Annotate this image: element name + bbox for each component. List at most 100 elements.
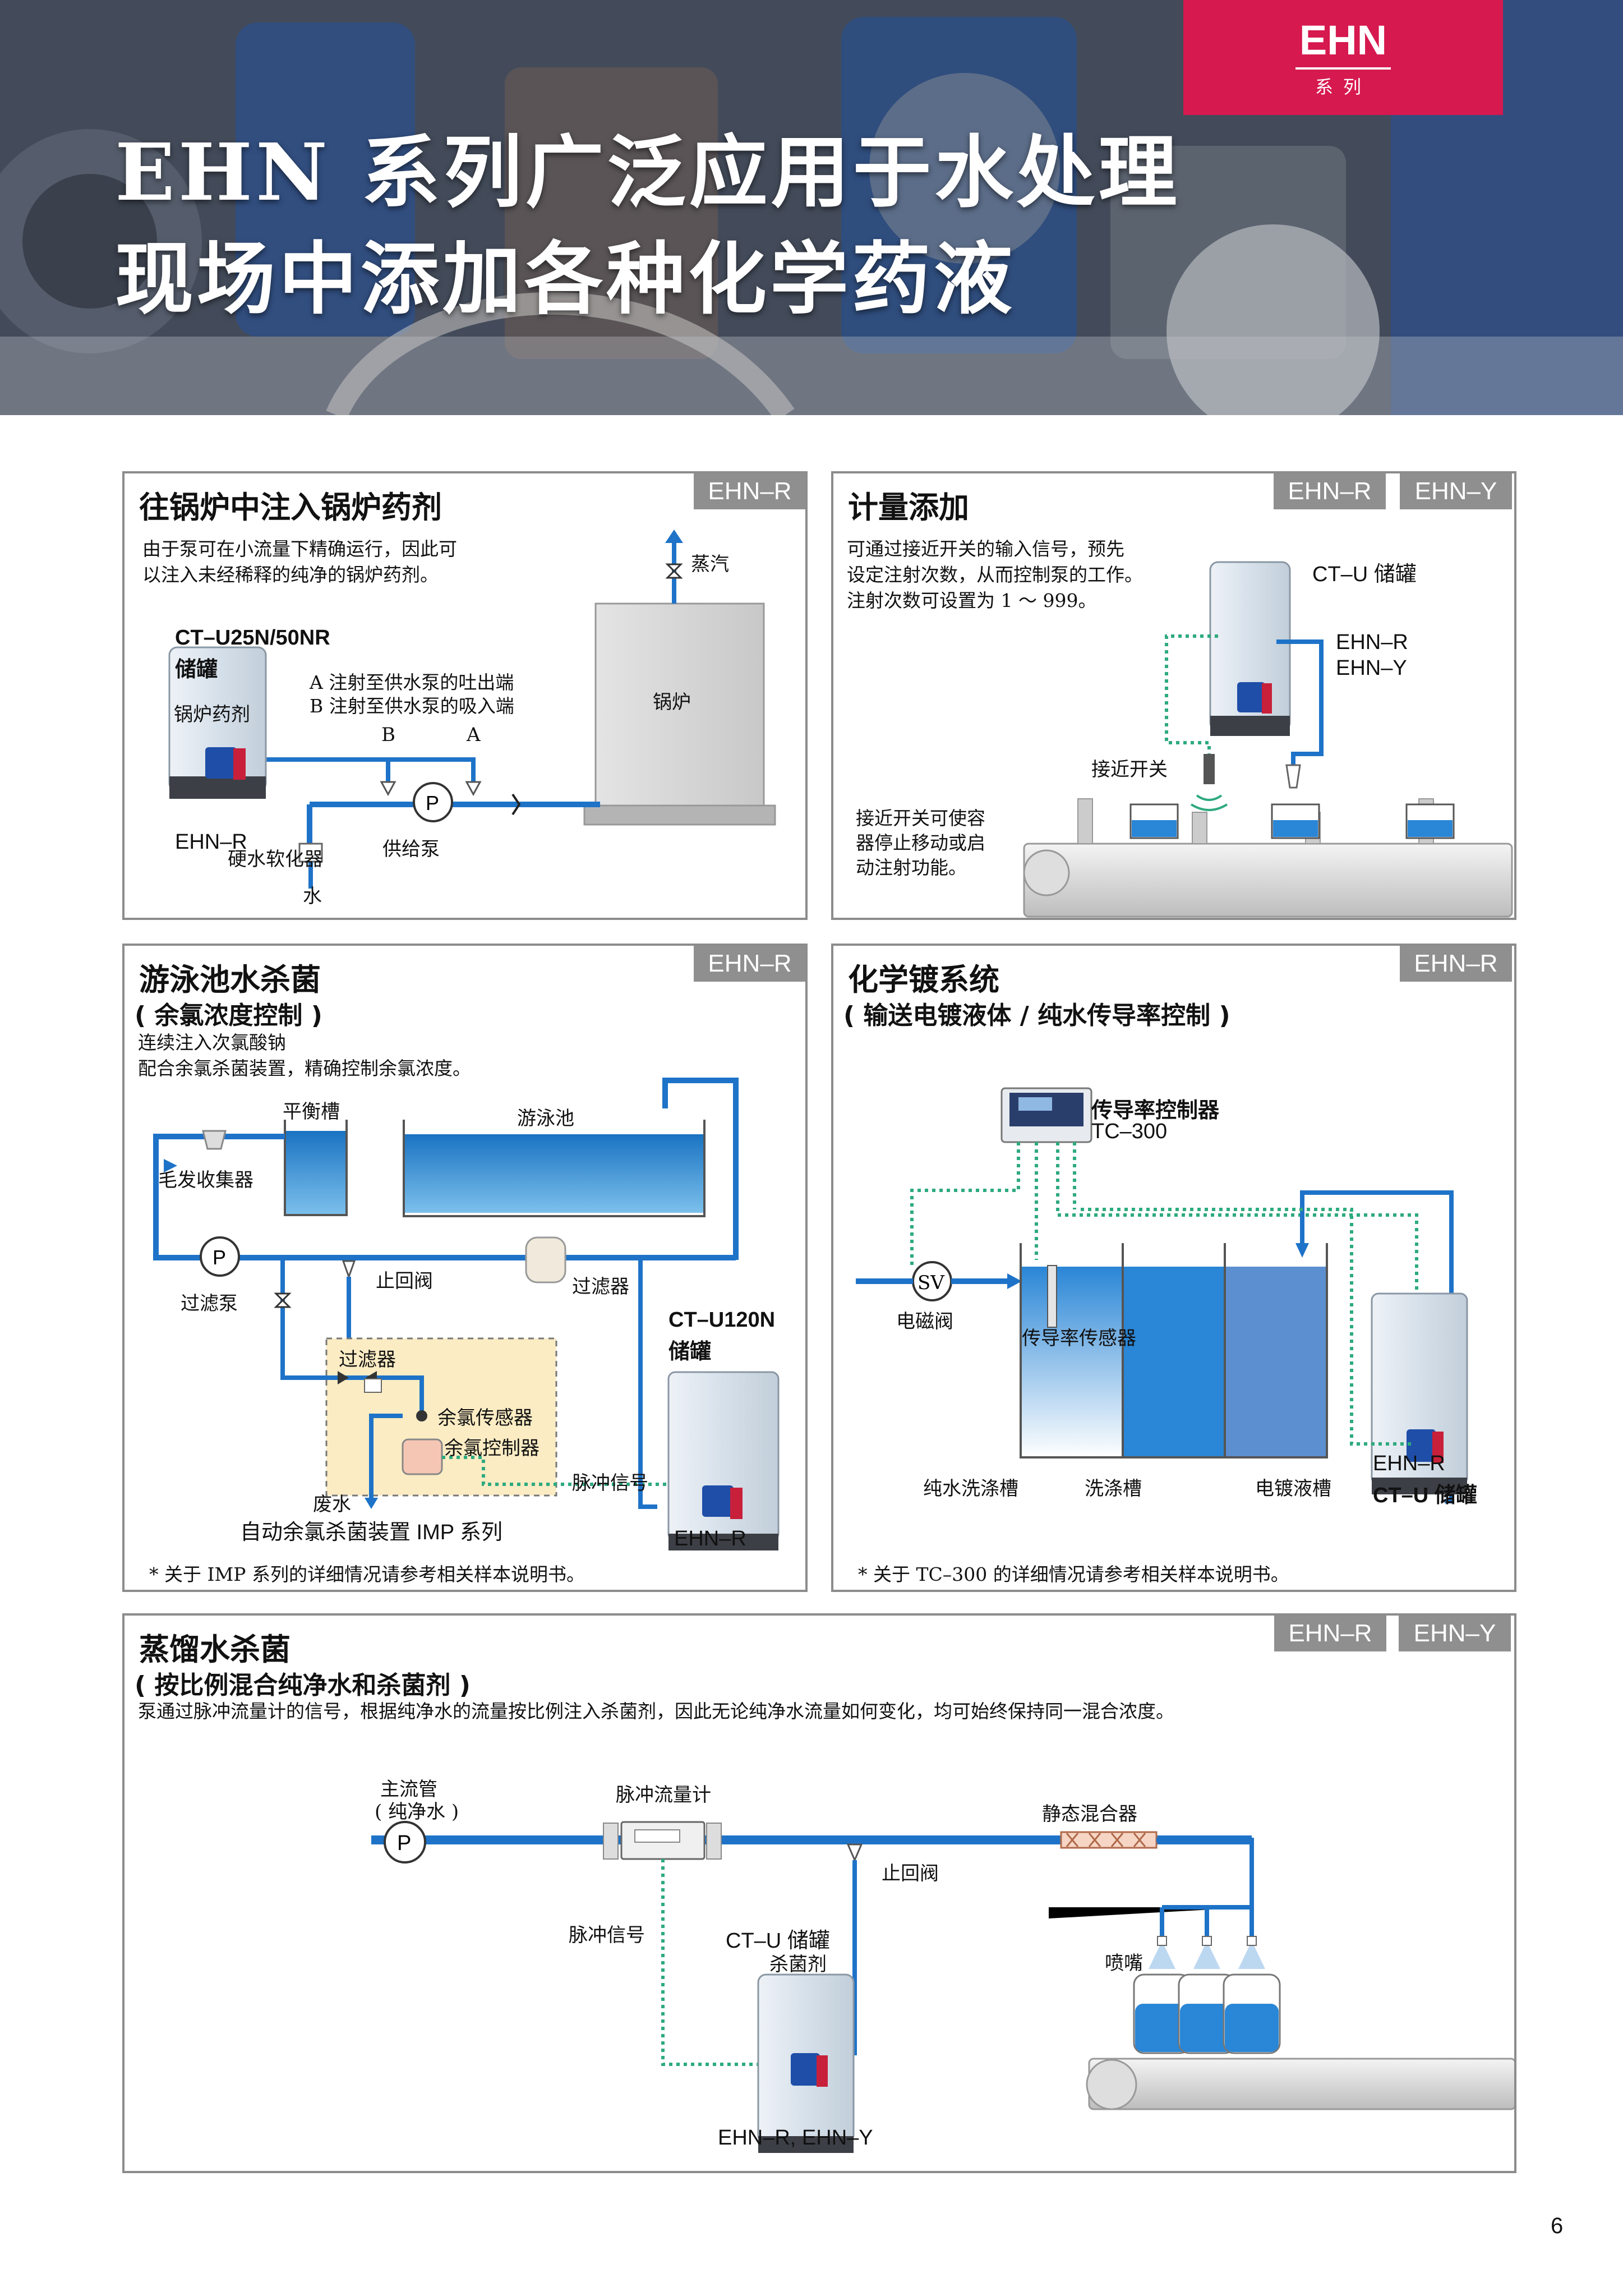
check-valve-label: 止回阀 xyxy=(882,1862,939,1885)
tank-model-label: CT–U120N xyxy=(668,1308,776,1332)
tag-ehn-r: EHN–R xyxy=(1274,1616,1386,1651)
sensor-label: 余氯传感器 xyxy=(437,1407,533,1429)
static-mixer-label: 静态混合器 xyxy=(1042,1803,1137,1825)
panel-title: 往锅炉中注入锅炉药剂 xyxy=(139,490,442,525)
badge-subtitle: 系列 xyxy=(1315,76,1371,98)
panel-title: 游泳池水杀菌 xyxy=(139,962,321,997)
plating-diagram: SV xyxy=(856,1087,1468,1503)
description: 泵通过脉冲流量计的信号，根据纯净水的流量按比例注入杀菌剂，因此无论纯净水流量如何… xyxy=(138,1700,1174,1722)
panel-metering: 计量添加 EHN–R EHN–Y 可通过接近开关的输入信号，预先 设定注射次数，… xyxy=(831,471,1516,920)
nozzle-label: 喷嘴 xyxy=(1105,1952,1143,1975)
pulse-label: 脉冲信号 xyxy=(569,1924,645,1947)
tank-model-label: CT–U25N/50NR xyxy=(175,626,330,650)
imp-label: 自动余氯杀菌装置 IMP 系列 xyxy=(240,1521,502,1544)
note-b: B 注射至供水泵的吸入端 xyxy=(310,695,514,717)
flow-meter-label: 脉冲流量计 xyxy=(616,1784,711,1806)
pump-label: EHN–R xyxy=(175,830,247,854)
chemical-label: 锅炉药剂 xyxy=(174,703,250,726)
badge-title: EHN xyxy=(1299,17,1387,63)
tank-word-label: 储罐 xyxy=(668,1340,712,1364)
tag-ehn-r: EHN–R xyxy=(1400,946,1512,982)
tank2-label: 洗涤槽 xyxy=(1085,1478,1142,1500)
desc-line-3: 注射次数可设置为 1 ～ 999。 xyxy=(847,590,1097,611)
hero-title-line2: 现场中添加各种化学药液 xyxy=(115,233,1016,325)
footnote: * 关于 TC–300 的详细情况请参考相关样本说明书。 xyxy=(858,1563,1289,1585)
pump-label-2: EHN–Y xyxy=(1336,656,1407,680)
check-valve-label: 止回阀 xyxy=(376,1270,433,1292)
page-number: 6 xyxy=(1551,2214,1564,2238)
hero-title-line1: EHN 系列广泛应用于水处理 xyxy=(115,127,1181,219)
panel-pool: 游泳池水杀菌 ( 余氯浓度控制 ) EHN–R 连续注入次氯酸钠 配合余氯杀菌装… xyxy=(122,944,808,1592)
waste-label: 废水 xyxy=(313,1493,351,1516)
tank1-label: 纯水洗涤槽 xyxy=(923,1478,1018,1500)
main-pipe-label-2: ( 纯净水 ) xyxy=(375,1801,459,1823)
controller-label-2: TC–300 xyxy=(1091,1120,1168,1143)
note-line-2: 器停止移动或启 xyxy=(856,832,985,854)
pool-diagram: P xyxy=(153,1078,780,1550)
tank-label: CT–U 储罐 xyxy=(726,1929,830,1953)
tank-word-label: 储罐 xyxy=(175,658,218,682)
desc-line-1: 可通过接近开关的输入信号，预先 xyxy=(847,538,1124,560)
valve-label: 电磁阀 xyxy=(896,1310,953,1333)
storage-label: CT–U 储罐 xyxy=(1373,1484,1477,1507)
desc-line-1: 连续注入次氯酸钠 xyxy=(138,1032,286,1053)
sensor-label: 传导率传感器 xyxy=(1022,1327,1136,1350)
controller-label-1: 传导率控制器 xyxy=(1091,1099,1220,1122)
mark-a: A xyxy=(467,724,481,746)
pump-label-1: EHN–R xyxy=(1336,631,1408,654)
footnote: * 关于 IMP 系列的详细情况请参考相关样本说明书。 xyxy=(149,1563,585,1585)
tag-ehn-r: EHN–R xyxy=(1274,473,1386,509)
main-pipe-label-1: 主流管 xyxy=(380,1778,437,1801)
hair-collector-label: 毛发收集器 xyxy=(158,1169,253,1191)
series-badge: EHN 系列 xyxy=(1183,0,1503,115)
tank-label: CT–U 储罐 xyxy=(1312,563,1417,586)
tank3-label: 电镀液槽 xyxy=(1255,1478,1331,1500)
metering-diagram xyxy=(1023,561,1513,918)
pulse-label: 脉冲信号 xyxy=(572,1472,648,1494)
svg-text:SV: SV xyxy=(917,1272,945,1294)
agent-label: 杀菌剂 xyxy=(769,1953,827,1976)
pool-label: 游泳池 xyxy=(517,1107,574,1130)
panel-title: 计量添加 xyxy=(848,490,969,525)
water-label: 水 xyxy=(303,885,322,908)
balance-tank-label: 平衡槽 xyxy=(283,1101,340,1123)
boiler-diagram: P xyxy=(168,530,776,889)
pump-label: EHN–R xyxy=(674,1527,746,1550)
desc-line-2: 以注入未经稀释的纯净的锅炉药剂。 xyxy=(142,564,439,586)
note-a: A 注射至供水泵的吐出端 xyxy=(310,671,514,693)
panel-title: 蒸馏水杀菌 xyxy=(139,1632,291,1667)
svg-text:P: P xyxy=(426,792,439,815)
steam-label: 蒸汽 xyxy=(691,553,729,576)
softener-label: 硬水软化器 xyxy=(228,848,323,871)
panel-plating: 化学镀系统 ( 输送电镀液体 / 纯水传导率控制 ) EHN–R SV xyxy=(831,944,1516,1592)
panel-subtitle: ( 余氯浓度控制 ) xyxy=(135,1001,322,1030)
distilled-nozzles xyxy=(757,1835,1514,2153)
feed-pump-label: 供给泵 xyxy=(382,838,440,861)
switch-label: 接近开关 xyxy=(1091,758,1168,781)
filter-label: 过滤器 xyxy=(572,1276,629,1298)
tag-ehn-r: EHN–R xyxy=(694,473,806,509)
panel-title: 化学镀系统 xyxy=(848,962,999,997)
panel-subtitle: ( 输送电镀液体 / 纯水传导率控制 ) xyxy=(843,1001,1230,1030)
tag-ehn-y: EHN–Y xyxy=(1400,473,1512,509)
mark-b: B xyxy=(381,724,395,746)
badge-rule xyxy=(1295,67,1391,70)
tag-ehn-r: EHN–R xyxy=(694,946,806,982)
note-line-1: 接近开关可使容 xyxy=(856,807,985,829)
svg-text:P: P xyxy=(397,1832,411,1855)
pump-label: EHN–R xyxy=(1373,1452,1445,1475)
filter-pump-label: 过滤泵 xyxy=(181,1292,238,1315)
tag-ehn-y: EHN–Y xyxy=(1399,1616,1511,1651)
panel-subtitle: ( 按比例混合纯净水和杀菌剂 ) xyxy=(135,1671,471,1700)
desc-line-1: 由于泵可在小流量下精确运行，因此可 xyxy=(142,538,457,560)
panel-boiler: 往锅炉中注入锅炉药剂 EHN–R 由于泵可在小流量下精确运行，因此可 以注入未经… xyxy=(122,471,808,920)
pumps-label: EHN–R, EHN–Y xyxy=(718,2126,873,2150)
boiler-label: 锅炉 xyxy=(653,691,691,714)
controller-label: 余氯控制器 xyxy=(444,1437,540,1460)
desc-line-2: 配合余氯杀菌装置，精确控制余氯浓度。 xyxy=(138,1057,471,1079)
imp-filter-label: 过滤器 xyxy=(339,1349,396,1371)
note-line-3: 动注射功能。 xyxy=(856,857,967,878)
desc-line-2: 设定注射次数，从而控制泵的工作。 xyxy=(847,564,1143,586)
svg-text:P: P xyxy=(213,1246,226,1269)
panel-distilled: 蒸馏水杀菌 ( 按比例混合纯净水和杀菌剂 ) EHN–R EHN–Y 泵通过脉冲… xyxy=(122,1613,1516,2173)
